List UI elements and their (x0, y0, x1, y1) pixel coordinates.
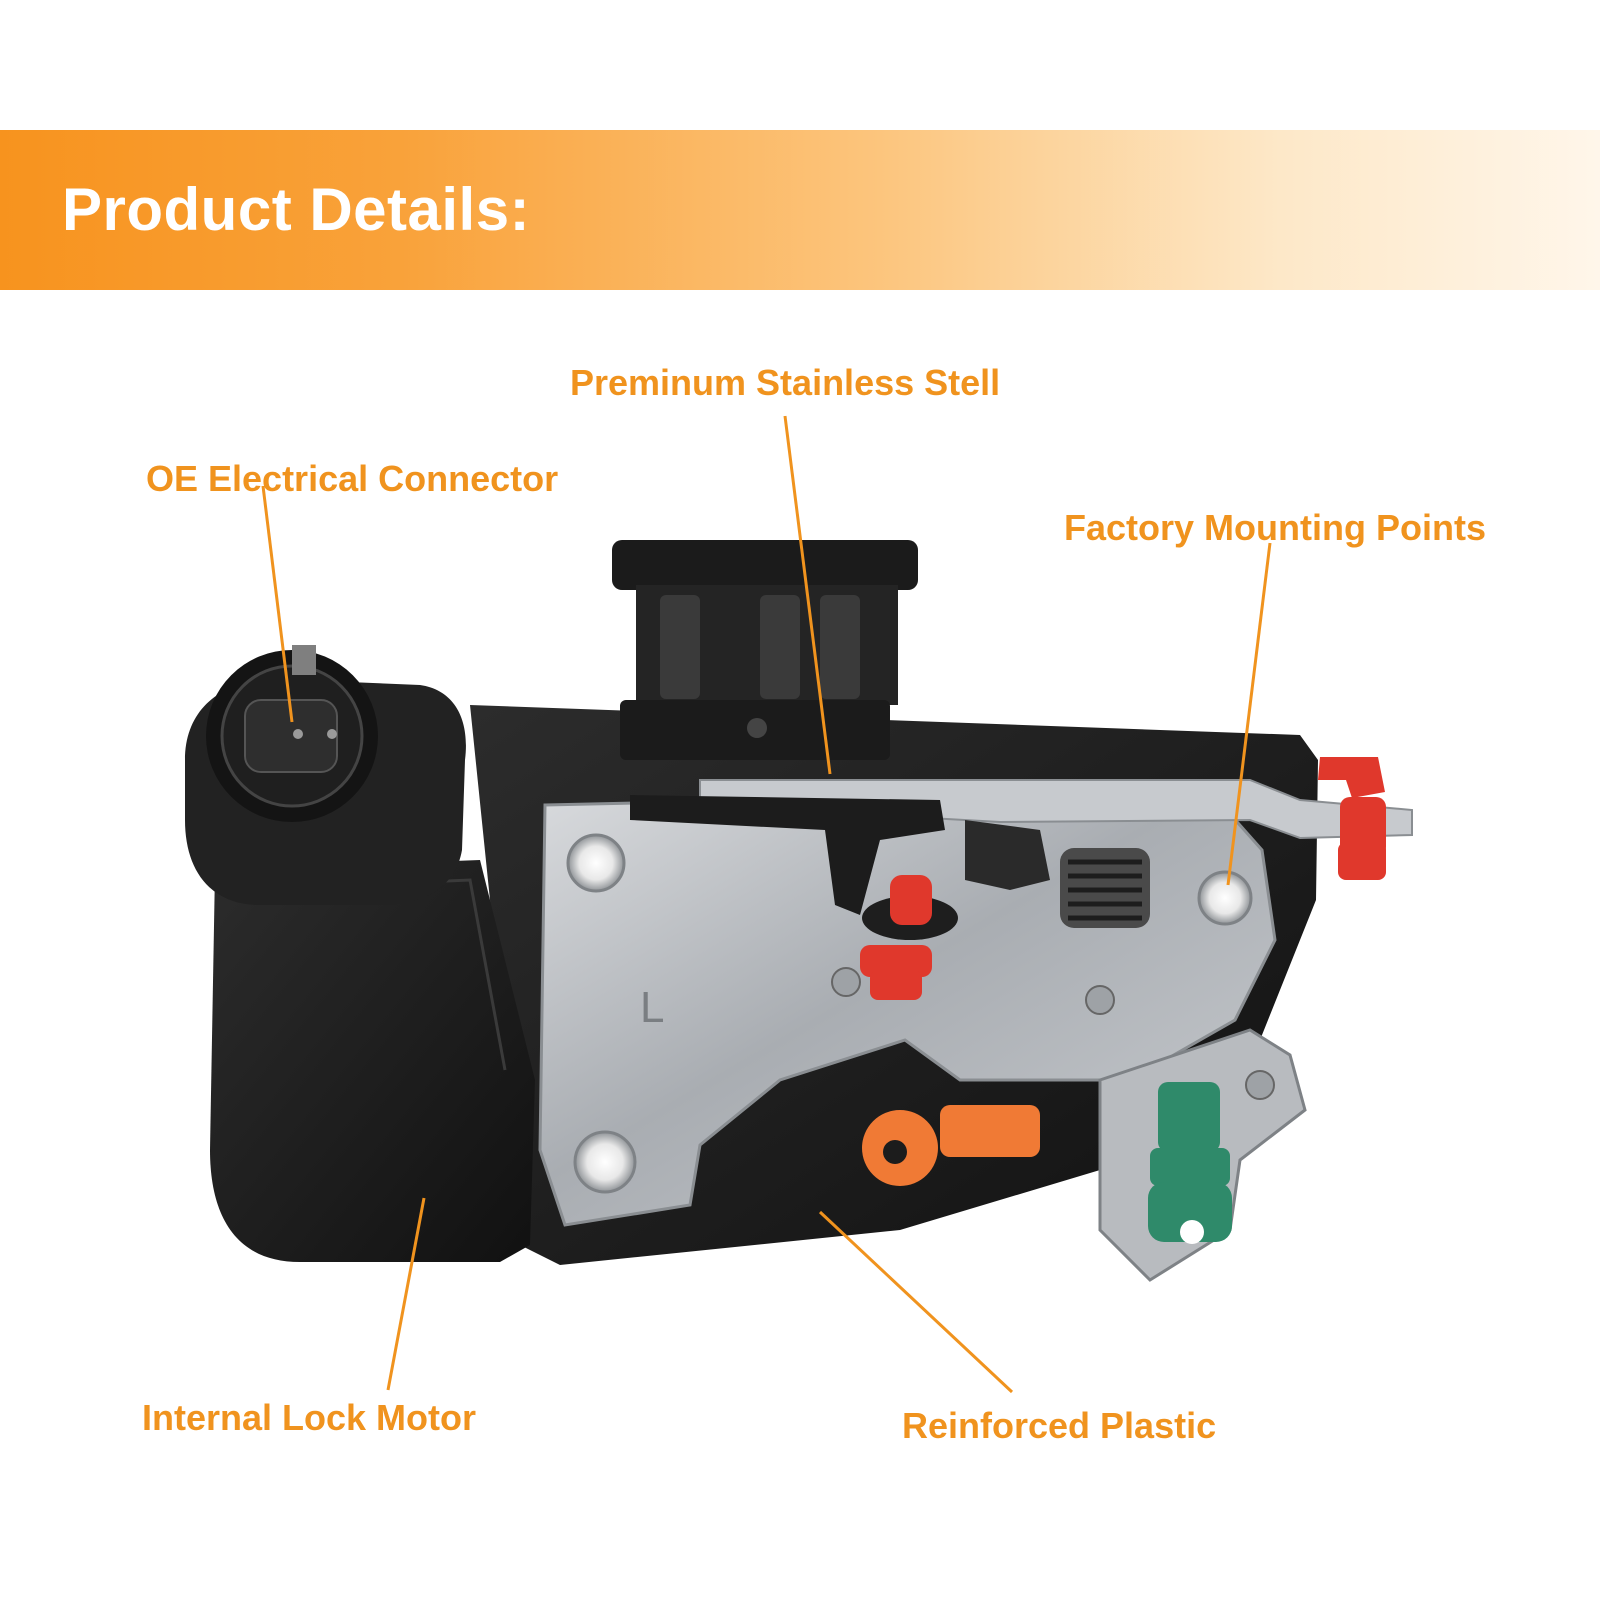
orange-clip (862, 1105, 1040, 1186)
latch-spring (1060, 848, 1150, 928)
mounting-hole (573, 1130, 637, 1194)
callout-electrical-connector: OE Electrical Connector (146, 458, 559, 499)
lock-motor-housing (210, 860, 535, 1262)
leader-line-stainless-steel (783, 415, 832, 775)
leader-line-lock-motor (386, 1197, 426, 1391)
page-title: Product Details: (62, 176, 531, 243)
mounting-hole (1197, 870, 1253, 926)
red-clip-right (1318, 757, 1386, 880)
mounting-hole (566, 833, 626, 893)
callout-reinforced-plastic: Reinforced Plastic (902, 1405, 1217, 1446)
leader-lines (261, 415, 1272, 1394)
red-clip-center (860, 875, 932, 1000)
callout-stainless-steel: Preminum Stainless Stell (570, 362, 1001, 403)
callout-lock-motor: Internal Lock Motor (142, 1397, 477, 1438)
header-banner: Product Details: (0, 130, 1600, 290)
green-clip (1148, 1082, 1232, 1242)
leader-line-electrical-connector (261, 485, 294, 723)
callout-mounting-points: Factory Mounting Points (1064, 507, 1486, 548)
leader-line-reinforced-plastic (818, 1210, 1014, 1394)
leader-line-mounting-points (1226, 542, 1272, 886)
side-marking: L (640, 983, 664, 1032)
top-plug-cap (612, 540, 918, 590)
